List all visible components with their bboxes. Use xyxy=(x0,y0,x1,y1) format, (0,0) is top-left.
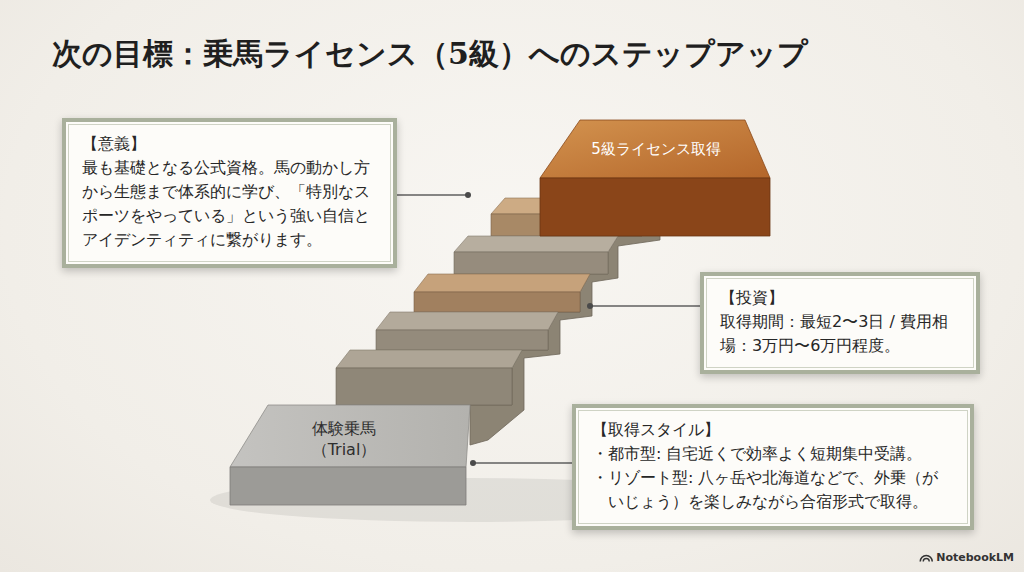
start-step-front xyxy=(230,467,466,505)
callout-box: 【取得スタイル】・都市型: 自宅近くで効率よく短期集中受講。・リゾート型: 八ヶ… xyxy=(572,404,974,530)
leader-dot xyxy=(470,460,476,466)
goal-step-top xyxy=(540,120,770,178)
step-label: 体験乗馬 （Trial） xyxy=(294,419,394,461)
leader-line xyxy=(473,462,572,464)
goal-step: 5級ライセンス取得 xyxy=(538,116,774,238)
callout-box: 【意義】最も基礎となる公式資格。馬の動かし方から生態まで体系的に学び、「特別なス… xyxy=(62,118,397,268)
watermark-icon xyxy=(920,556,932,562)
callout-heading: 【投資】 xyxy=(720,286,960,310)
label-holder: NotebookLM xyxy=(936,551,1014,564)
callout-heading: 【取得スタイル】 xyxy=(592,418,954,442)
watermark: NotebookLM xyxy=(936,551,1014,564)
leader-dot xyxy=(465,192,471,198)
step-riser xyxy=(454,252,608,274)
leader-line xyxy=(397,194,468,196)
goal-step-shape xyxy=(538,116,774,238)
slide-title: 次の目標：乗馬ライセンス（5級）へのステップアップ xyxy=(52,34,808,75)
callout-body: 最も基礎となる公式資格。馬の動かし方から生態まで体系的に学び、「特別なスポーツを… xyxy=(82,156,377,252)
leader-connector xyxy=(470,460,572,466)
start-step: 体験乗馬 （Trial） xyxy=(228,403,473,507)
watermark-icon-arc xyxy=(920,556,932,562)
step-label: 5級ライセンス取得 xyxy=(568,140,744,160)
callout-body: ・都市型: 自宅近くで効率よく短期集中受講。 xyxy=(592,442,954,466)
step-tread xyxy=(376,312,558,330)
callout-body: ・リゾート型: 八ヶ岳や北海道などで、外乗（がいじょう）を楽しみながら合宿形式で… xyxy=(592,466,954,514)
title-holder: 次の目標：乗馬ライセンス（5級）へのステップアップ xyxy=(52,34,808,75)
step-riser xyxy=(376,330,548,350)
step-tread xyxy=(336,350,522,368)
step-tread xyxy=(414,274,590,292)
callout-box: 【投資】取得期間：最短2〜3日 / 費用相場：3万円〜6万円程度。 xyxy=(700,272,980,374)
watermark-icon-arc xyxy=(923,559,929,562)
step-riser xyxy=(336,368,512,405)
callout-body: 取得期間：最短2〜3日 / 費用相場：3万円〜6万円程度。 xyxy=(720,310,960,358)
step-riser xyxy=(414,292,580,312)
leader-dot xyxy=(587,303,593,309)
start-step-top xyxy=(230,405,470,467)
goal-step-front xyxy=(540,178,770,236)
callout-heading: 【意義】 xyxy=(82,132,377,156)
leader-line xyxy=(590,305,700,307)
step-tread xyxy=(454,236,618,252)
